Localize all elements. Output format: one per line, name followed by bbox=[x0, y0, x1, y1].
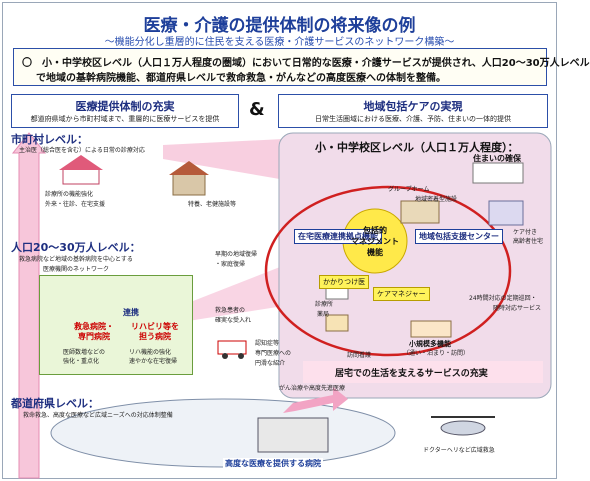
dementia-2: 専門医療への bbox=[255, 350, 292, 357]
emergency-hospital-label-1: 救急病院・ bbox=[74, 322, 114, 331]
doctor-heli-label: ドクターヘリなど広域救急 bbox=[423, 447, 495, 454]
municipal-level-desc: 主治医（総合医を含む）による日常の診療対応 bbox=[19, 147, 145, 154]
page-title: 医療・介護の提供体制の将来像の例 bbox=[143, 16, 416, 36]
home-care-base-label: 在宅医療連携拠点機能 bbox=[294, 229, 382, 244]
pharmacy-label: 薬局 bbox=[317, 311, 330, 318]
management-label-3: 機能 bbox=[367, 248, 383, 257]
special-nursing-label: 特養、老健施設等 bbox=[188, 201, 237, 208]
diagram-graphics bbox=[11, 132, 552, 479]
rehab-hospital-label-1: リハビリ等を bbox=[131, 322, 179, 331]
medical-system-desc: 都道府県域から市町村域まで、重層的に医療サービスを提供 bbox=[30, 115, 220, 123]
ambulance bbox=[217, 340, 247, 355]
area-level-label: 小・中学校区レベル（人口１万人程度）： bbox=[315, 141, 519, 154]
policy-box: 〇 小・中学校区レベル（人口１万人程度の圏域）において日常的な医療・介護サービス… bbox=[13, 48, 590, 86]
nursing-facility-roof bbox=[169, 161, 209, 175]
small-multi-building bbox=[410, 320, 452, 338]
family-doctor-label: かかりつけ医 bbox=[319, 275, 370, 289]
small-multi-label: 小規模多機能 bbox=[409, 340, 451, 348]
community-care-desc: 日常生活圏域における医療、介護、予防、住まいの一体的提供 bbox=[315, 115, 511, 123]
care-housing-label-1: ケア付き bbox=[513, 229, 538, 236]
policy-line-1: 〇 小・中学校区レベル（人口１万人程度の圏域）において日常的な医療・介護サービス… bbox=[22, 58, 590, 69]
clinic-word-label: 診療所 bbox=[315, 301, 334, 308]
population-level-label: 人口20～30万人レベル： bbox=[11, 241, 141, 254]
patrol-service-1: 24時間対応の定期巡回・ bbox=[469, 295, 537, 302]
group-home-label: グループホーム bbox=[388, 186, 430, 193]
pharmacy-building bbox=[325, 314, 349, 332]
prefecture-level-desc: 救命救急、高度な医療など広域ニーズへの対応体制整備 bbox=[23, 412, 173, 419]
advanced-hospital-label: 高度な医療を提供する病院 bbox=[223, 458, 323, 469]
community-facility-label: 地域密着型施設 bbox=[415, 196, 458, 203]
management-label-2: マネジメント bbox=[351, 237, 399, 246]
acceptance-2: 確実な受入れ bbox=[215, 317, 252, 324]
helicopter-body bbox=[440, 420, 486, 436]
vertical-level-arrow bbox=[11, 132, 47, 479]
cancer-note: がん治療や高度先進医療 bbox=[279, 385, 346, 392]
population-level-desc-2: 医療機関のネットワーク bbox=[43, 266, 110, 273]
community-care-title: 地域包括ケアの実現 bbox=[363, 100, 463, 113]
care-housing-label-2: 高齢者住宅 bbox=[513, 238, 544, 245]
rehab-hospital-label-2: 担う病院 bbox=[139, 332, 171, 341]
prefecture-level-label: 都道府県レベル： bbox=[11, 397, 99, 410]
community-facility-building bbox=[400, 200, 440, 224]
patrol-service-2: 随時対応サービス bbox=[493, 305, 542, 312]
municipal-level-label: 市町村レベル： bbox=[11, 133, 88, 146]
dementia-3: 円滑な紹介 bbox=[255, 360, 286, 367]
small-multi-sub-label: （通い・泊まり・訪問） bbox=[403, 350, 470, 357]
hospital-note-right-1: リハ機能の強化 bbox=[129, 349, 172, 356]
clinic-note-1: 診療所の機能強化 bbox=[45, 191, 94, 198]
early-return-1: 早期の地域復帰 bbox=[215, 251, 258, 258]
area-footer-label: 居宅での生活を支えるサービスの充実 bbox=[335, 369, 488, 379]
emergency-hospital-label-2: 専門病院 bbox=[78, 332, 110, 341]
housing-label: 住まいの確保 bbox=[473, 154, 521, 163]
dementia-1: 認知症等 bbox=[255, 340, 280, 347]
advanced-hospital-building bbox=[257, 417, 329, 453]
page-subtitle: ～機能分化し重層的に住民を支える医療・介護サービスのネットワーク構築～ bbox=[104, 37, 455, 48]
early-return-2: ・家庭復帰 bbox=[215, 261, 246, 268]
care-manager-label: ケアマネジャー bbox=[373, 287, 430, 301]
clinic-roof bbox=[59, 155, 103, 170]
management-label-1: 包括的 bbox=[363, 226, 387, 235]
hospital-network-box bbox=[39, 275, 193, 375]
policy-line-2: で地域の基幹病院機能、都道府県レベルで救命救急・がんなどの高度医療への体制を整備… bbox=[36, 73, 446, 84]
care-housing-building bbox=[488, 200, 524, 226]
coop-label: 連携 bbox=[123, 308, 139, 317]
medical-system-header: 医療提供体制の充実 都道府県域から市町村域まで、重層的に医療サービスを提供 bbox=[11, 94, 239, 128]
population-level-desc-1: 救急病院など地域の基幹病院を中心とする bbox=[19, 256, 133, 263]
acceptance-1: 救急患者の bbox=[215, 307, 246, 314]
housing-houses bbox=[472, 162, 524, 184]
ampersand: & bbox=[249, 99, 265, 120]
nursing-facility-building bbox=[172, 172, 206, 196]
link-band-hospital bbox=[188, 258, 303, 321]
visiting-nurse-label: 訪問看護 bbox=[347, 352, 372, 359]
area-background bbox=[278, 132, 552, 399]
support-center-label: 地域包括支援センター bbox=[415, 229, 503, 244]
prefecture-to-area-arrow bbox=[283, 387, 348, 413]
area-footer-band bbox=[303, 361, 543, 383]
clinic-note-2: 外来・往診、在宅支援 bbox=[45, 201, 106, 208]
community-care-header: 地域包括ケアの実現 日常生活圏域における医療、介護、予防、住まいの一体的提供 bbox=[278, 94, 548, 128]
link-band-municipal bbox=[163, 138, 303, 183]
medical-system-title: 医療提供体制の充実 bbox=[75, 100, 175, 113]
hospital-note-left-1: 医師数増などの bbox=[63, 349, 106, 356]
hospital-note-right-2: 速やかな在宅復帰 bbox=[129, 358, 178, 365]
care-network-ring bbox=[264, 185, 512, 357]
hospital-note-left-2: 強化・重点化 bbox=[63, 358, 100, 365]
clinic-building bbox=[62, 167, 100, 185]
